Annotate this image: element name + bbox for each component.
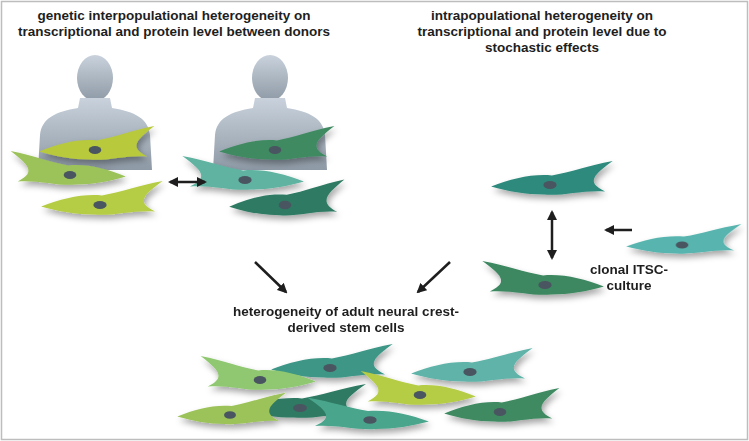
heading-label: intrapopulational heterogeneity on trans… bbox=[392, 8, 692, 56]
heading-label: genetic interpopulational heterogeneity … bbox=[14, 8, 334, 40]
process-label: clonal ITSC-culture bbox=[574, 262, 684, 294]
result-label: heterogeneity of adult neural crest-deri… bbox=[216, 304, 476, 336]
